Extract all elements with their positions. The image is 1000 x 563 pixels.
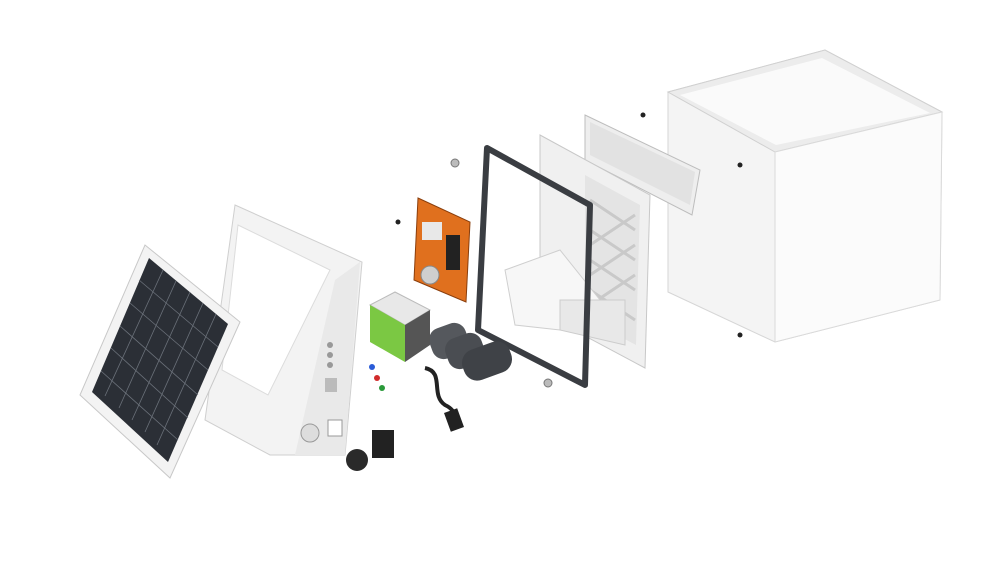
- batteries: [429, 322, 513, 381]
- led-icon: [369, 364, 375, 370]
- led-icon: [374, 375, 380, 381]
- green-module: [368, 291, 432, 362]
- screw-icon: [395, 219, 401, 225]
- front-housing: [204, 204, 363, 456]
- screw-icon: [737, 332, 743, 338]
- screw-icon: [450, 158, 460, 168]
- screw-icon: [737, 162, 743, 168]
- mounting-bracket: [584, 114, 701, 216]
- screw-icon: [543, 378, 553, 388]
- solar-panel: [79, 244, 241, 479]
- screw-icon: [640, 112, 646, 118]
- knob: [346, 449, 368, 471]
- led-icon: [379, 385, 385, 391]
- enclosure-box: [640, 49, 944, 343]
- circuit-board: [413, 197, 471, 303]
- switch-button: [372, 430, 394, 458]
- usb-connector: [444, 408, 464, 432]
- gasket: [475, 145, 593, 388]
